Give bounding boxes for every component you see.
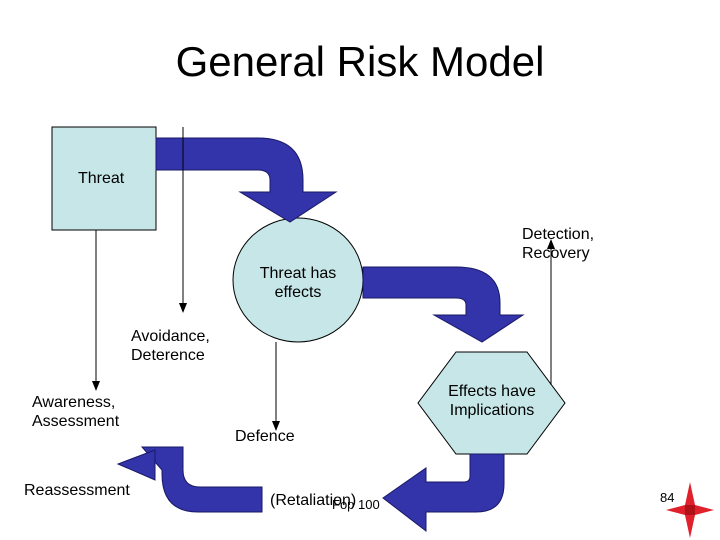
footer-source: Fop 100	[332, 497, 380, 512]
red-compass-star-icon	[666, 482, 714, 538]
effects-implications-line-1: Effects have	[448, 383, 536, 400]
detection-line-2: Recovery	[522, 245, 590, 262]
threat-box	[51, 126, 157, 231]
curved-arrow-implications-to-retaliation	[382, 453, 505, 533]
curved-arrow-threat-to-effects	[155, 137, 338, 223]
defence-label: Defence	[235, 428, 295, 445]
slide-title: General Risk Model	[175, 38, 545, 85]
avoidance-line-2: Deterence	[131, 347, 205, 364]
effects-implications-line-2: Implications	[449, 402, 535, 419]
threat-has-effects-line-2: effects	[274, 284, 322, 301]
detection-recovery-label: Detection, Recovery	[522, 225, 594, 263]
threat-has-effects-label: Threat has effects	[233, 264, 363, 302]
retaliation-label: (Retaliation)	[270, 492, 357, 509]
reassessment-label: Reassessment	[24, 482, 130, 499]
detection-line-1: Detection,	[522, 226, 595, 243]
curved-arrow-retaliation-to-reassessment	[140, 446, 263, 513]
page-number: 84	[660, 490, 675, 505]
effects-implications-label: Effects have Implications	[426, 382, 558, 420]
curved-arrow-effects-to-implications	[362, 266, 525, 343]
threat-label: Threat	[78, 170, 125, 187]
awareness-line-2: Assessment	[32, 413, 120, 430]
reassessment-arrowhead	[116, 449, 156, 481]
effects-implications-hexagon	[417, 351, 566, 455]
threat-has-effects-line-1: Threat has	[259, 265, 337, 282]
avoidance-line-1: Avoidance,	[131, 328, 210, 345]
awareness-assessment-label: Awareness, Assessment	[32, 393, 119, 431]
awareness-line-1: Awareness,	[32, 394, 116, 411]
avoidance-deterrence-label: Avoidance, Deterence	[131, 327, 210, 365]
